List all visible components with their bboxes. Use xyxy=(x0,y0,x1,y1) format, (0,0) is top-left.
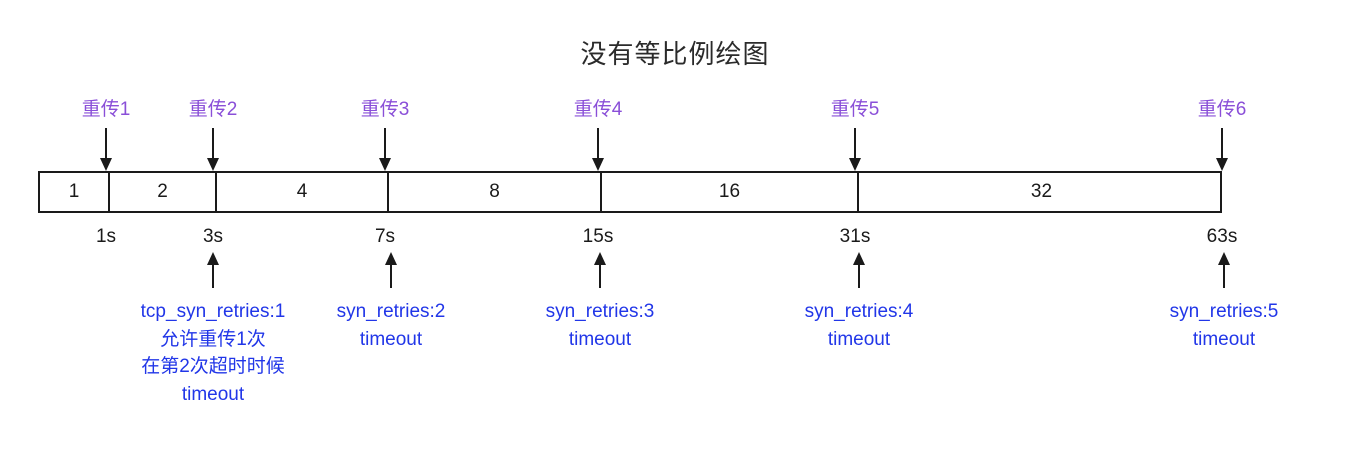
retransmit-marker: 重传1 xyxy=(81,99,131,121)
timeline-segment: 32 xyxy=(857,173,1224,211)
arrow-shaft xyxy=(1221,128,1223,162)
retransmit-marker: 重传5 xyxy=(830,99,880,121)
timeline-bar: 1 2 4 8 16 32 xyxy=(38,171,1222,213)
arrow-shaft xyxy=(1223,264,1225,288)
page-title: 没有等比例绘图 xyxy=(580,39,770,69)
annotation-line: timeout xyxy=(359,328,423,350)
timeline-segment: 1 xyxy=(40,173,108,211)
arrow-head xyxy=(207,158,219,171)
retransmit-marker-label: 重传3 xyxy=(360,99,410,120)
timeline-segment-label: 8 xyxy=(489,181,500,202)
annotation-line: timeout xyxy=(568,328,632,350)
annotation-line: syn_retries:4 xyxy=(804,301,914,322)
timeline-segment-label: 4 xyxy=(296,181,308,202)
annotation-line: tcp_syn_retries:1 xyxy=(140,301,286,322)
arrow-head xyxy=(853,252,865,265)
annotation-text: tcp_syn_retries:1 允许重传1次在第2次超时时候 timeout xyxy=(141,298,286,408)
timeline-segment: 2 xyxy=(108,173,215,211)
timeline-segment-label: 32 xyxy=(1030,181,1053,202)
arrow-shaft xyxy=(858,264,860,288)
retransmit-marker-label: 重传1 xyxy=(81,99,131,120)
arrow-head xyxy=(385,252,397,265)
arrow-shaft xyxy=(854,128,856,162)
arrow-shaft xyxy=(597,128,599,162)
arrow-head xyxy=(849,158,861,171)
time-label: 15s xyxy=(582,226,614,247)
retransmit-marker-label: 重传2 xyxy=(188,99,238,120)
annotation-line: syn_retries:3 xyxy=(545,301,655,322)
arrow-head xyxy=(379,158,391,171)
annotation-line: 允许重传1次 xyxy=(160,328,266,350)
arrow-shaft xyxy=(105,128,107,162)
timeline-segment: 8 xyxy=(387,173,600,211)
arrow-head xyxy=(207,252,219,265)
annotation-line: timeout xyxy=(827,328,891,350)
annotation-line: 在第2次超时时候 xyxy=(141,356,285,378)
arrow-shaft xyxy=(384,128,386,162)
arrow-head xyxy=(1218,252,1230,265)
time-label: 31s xyxy=(839,226,871,247)
timeline-segment-label: 1 xyxy=(68,181,80,202)
time-label: 1s xyxy=(95,226,117,247)
arrow-shaft xyxy=(390,264,392,288)
time-label: 3s xyxy=(202,226,224,247)
retransmit-marker: 重传2 xyxy=(188,99,238,121)
annotation-line: timeout xyxy=(1192,328,1256,350)
arrow-shaft xyxy=(212,128,214,162)
timeline-segment-label: 2 xyxy=(157,181,168,202)
retransmit-marker: 重传3 xyxy=(360,99,410,121)
arrow-head xyxy=(100,158,112,171)
timeline-segment-label: 16 xyxy=(718,181,741,202)
annotation-line: syn_retries:2 xyxy=(336,301,446,322)
retransmit-marker-label: 重传6 xyxy=(1197,99,1247,120)
annotation-line: timeout xyxy=(181,383,245,405)
retransmit-marker-label: 重传4 xyxy=(573,99,623,120)
annotation-line: syn_retries:5 xyxy=(1169,301,1279,322)
arrow-head xyxy=(594,252,606,265)
retransmit-marker: 重传4 xyxy=(573,99,623,121)
timeline-segment: 16 xyxy=(600,173,857,211)
arrow-shaft xyxy=(599,264,601,288)
arrow-head xyxy=(1216,158,1228,171)
arrow-head xyxy=(592,158,604,171)
time-label: 63s xyxy=(1206,226,1238,247)
retransmit-marker-label: 重传5 xyxy=(830,99,880,120)
arrow-shaft xyxy=(212,264,214,288)
time-label: 7s xyxy=(374,226,396,247)
timeline-segment: 4 xyxy=(215,173,387,211)
retransmit-marker: 重传6 xyxy=(1197,99,1247,121)
